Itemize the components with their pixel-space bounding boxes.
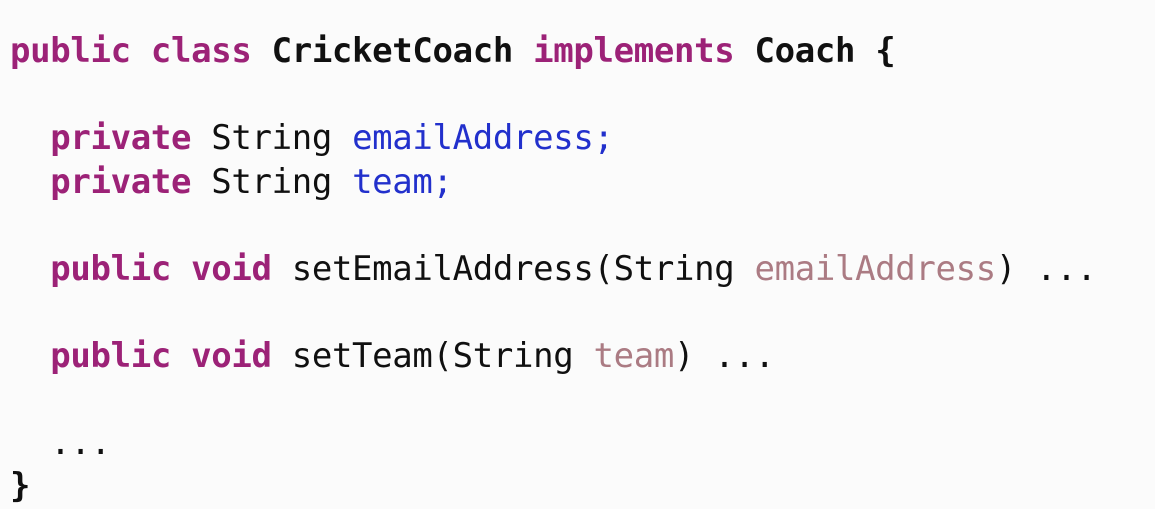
token-param: emailAddress [754, 248, 996, 289]
token-plain [332, 118, 352, 158]
token-plain [1016, 249, 1036, 289]
code-indent [10, 162, 50, 202]
token-plain: ) [995, 248, 1017, 289]
code-line-class-declaration: public class CricketCoach implements Coa… [10, 30, 1097, 74]
token-plain: setTeam [291, 335, 433, 376]
code-slide: public class CricketCoach implements Coa… [10, 31, 1097, 506]
token-type: String [211, 161, 332, 202]
token-field: ; [593, 118, 614, 158]
code-line-blank-3 [10, 291, 1097, 335]
token-plain: { [875, 31, 896, 71]
token-kw: public [50, 335, 171, 376]
token-plain [272, 336, 292, 376]
token-type: String [211, 118, 332, 158]
token-plain [332, 162, 352, 202]
token-ellipsis: ... [50, 422, 111, 463]
token-plain: ( [432, 335, 453, 376]
token-field: emailAddress [352, 118, 594, 158]
token-param: team [593, 335, 675, 376]
token-type: String [613, 248, 735, 289]
token-ellipsis: ... [714, 335, 775, 376]
java-code-block: public class CricketCoach implements Coa… [10, 30, 1097, 509]
token-plain [191, 162, 211, 202]
token-plain [734, 249, 754, 289]
token-plain [171, 249, 191, 289]
token-plain: ( [593, 248, 614, 289]
code-line-blank-1 [10, 74, 1097, 118]
token-plain: Coach [754, 31, 856, 71]
code-indent [10, 336, 50, 376]
code-line-method-set-team: public void setTeam(String team) ... [10, 335, 1097, 379]
token-plain [694, 336, 714, 376]
token-field: team [352, 161, 433, 202]
code-line-method-set-email-address: public void setEmailAddress(String email… [10, 248, 1097, 292]
code-line-class-closing-brace: } [10, 465, 1097, 509]
token-ellipsis: ... [1036, 248, 1097, 289]
token-kw: void [191, 335, 272, 376]
code-line-blank-4 [10, 378, 1097, 422]
token-plain [513, 31, 533, 71]
token-kw: public [50, 248, 171, 289]
token-plain: ) [674, 335, 695, 376]
token-plain: CricketCoach [271, 31, 514, 71]
code-indent [10, 118, 50, 158]
token-plain [131, 31, 151, 71]
token-plain [272, 249, 292, 289]
token-kw: private [50, 118, 192, 158]
token-field: ; [432, 161, 453, 202]
token-plain [251, 31, 271, 71]
token-kw: class [150, 31, 252, 71]
code-line-body-ellipsis: ... [10, 422, 1097, 466]
code-indent [10, 423, 50, 463]
token-plain [855, 31, 875, 71]
token-kw: private [50, 161, 192, 202]
token-plain [734, 31, 754, 71]
code-indent [10, 249, 50, 289]
token-kw: implements [533, 31, 735, 71]
token-plain [171, 336, 191, 376]
token-plain: setEmailAddress [291, 248, 594, 289]
token-plain [191, 118, 211, 158]
code-line-field-team: private String team; [10, 161, 1097, 205]
code-line-blank-2 [10, 204, 1097, 248]
token-kw: public [10, 31, 131, 71]
token-kw: void [191, 248, 272, 289]
token-type: String [452, 335, 574, 376]
token-brace: } [10, 466, 31, 506]
token-plain [573, 336, 593, 376]
code-line-field-email-address: private String emailAddress; [10, 117, 1097, 161]
